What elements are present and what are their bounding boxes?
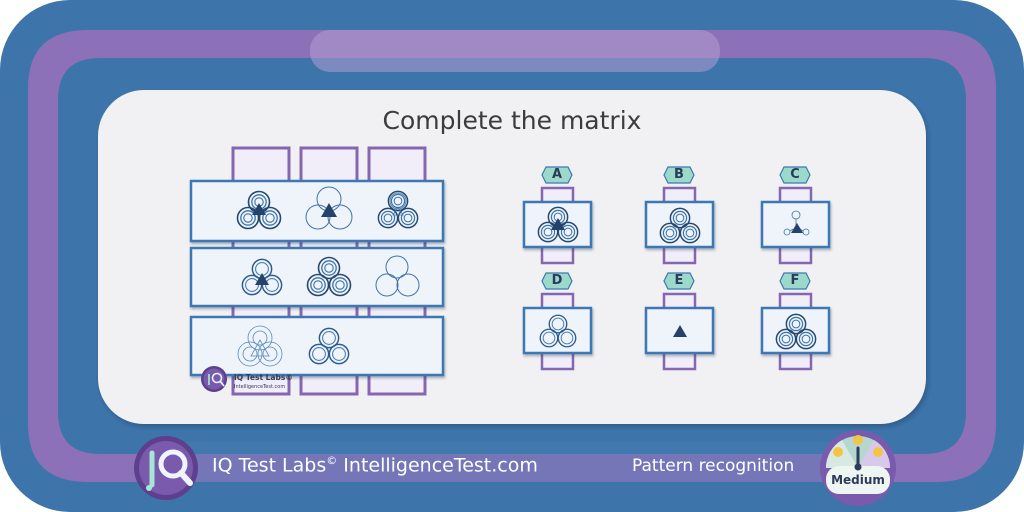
matrix-row-3 (189, 315, 445, 377)
option-c[interactable] (760, 166, 831, 265)
matrix-cell-3-1 (237, 325, 283, 367)
brand-site: IntelligenceTest.com (343, 454, 538, 477)
copyright-mark: © (326, 454, 338, 467)
mini-logo-site: IntelligenceTest.com (234, 384, 286, 390)
mini-logo-brand: IQ Test Labs© (234, 373, 293, 382)
matrix-cell-1-3 (377, 190, 419, 229)
matrix-cell-1-1 (236, 190, 282, 230)
option-e[interactable] (644, 272, 715, 371)
option-d[interactable] (522, 272, 593, 371)
puzzle-title: Complete the matrix (382, 106, 642, 135)
matrix-cell-2-3 (375, 255, 420, 297)
top-highlight (310, 30, 720, 72)
matrix-cell-2-1 (241, 258, 283, 296)
option-label-f: F (790, 273, 800, 288)
brand-name: IQ Test Labs (212, 454, 327, 477)
footer-brand: IQ Test Labs© IntelligenceTest.com (212, 454, 538, 476)
option-label-b: B (674, 167, 684, 182)
answer-options (522, 166, 831, 371)
option-label-c: C (790, 167, 800, 182)
footer-bar (150, 442, 844, 482)
mini-logo-icon (201, 366, 227, 392)
category-label: Pattern recognition (632, 456, 795, 476)
option-a[interactable] (522, 166, 593, 265)
difficulty-gauge-icon (820, 430, 896, 506)
option-b[interactable] (644, 166, 715, 265)
option-label-e: E (674, 273, 684, 288)
magnifier-iq-icon (134, 436, 198, 500)
matrix-row-2 (189, 246, 445, 308)
difficulty-label: Medium (831, 473, 885, 487)
option-f[interactable] (760, 272, 831, 371)
matrix-cell-1-2 (305, 186, 353, 230)
option-label-a: A (551, 167, 563, 182)
matrix-row-1 (189, 179, 445, 243)
option-label-d: D (551, 273, 563, 288)
